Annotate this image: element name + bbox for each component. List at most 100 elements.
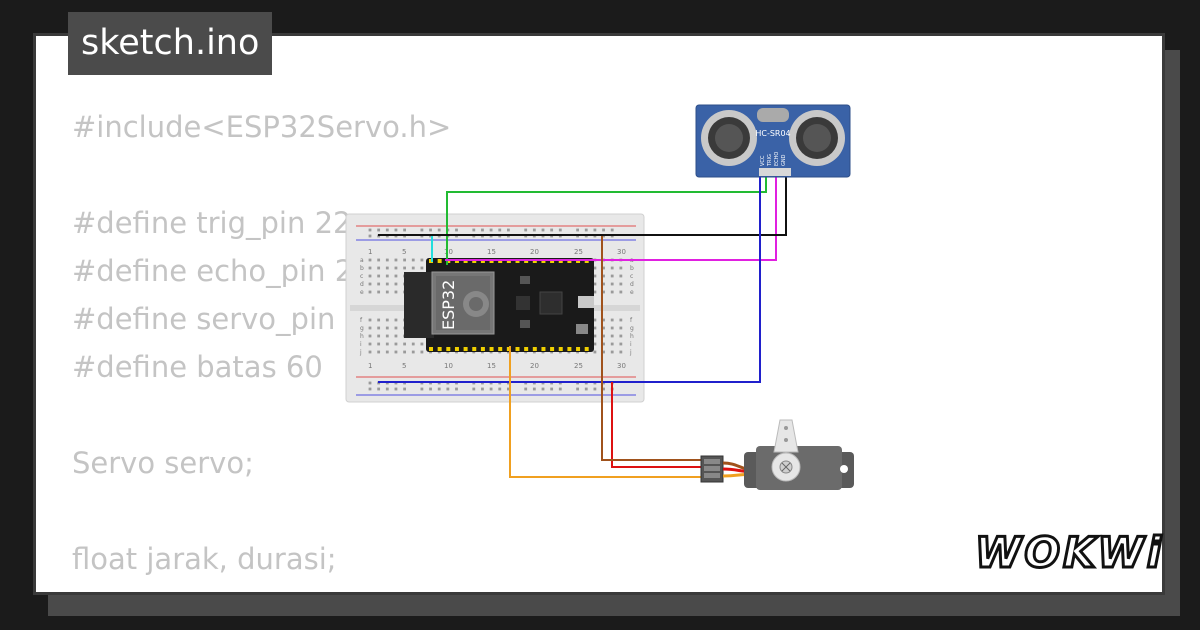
hole: [385, 318, 389, 322]
hole: [602, 228, 605, 232]
hole: [385, 326, 389, 330]
hole: [377, 228, 381, 232]
hole: [377, 290, 381, 294]
sensor-pin-label: ECHO: [774, 152, 780, 166]
hole: [463, 347, 468, 351]
hole: [602, 290, 605, 294]
hole: [481, 228, 484, 232]
hole: [558, 228, 562, 232]
hole: [576, 347, 581, 351]
wire-echo-blue: [378, 175, 761, 383]
hole: [593, 350, 597, 354]
row-letter: f: [630, 317, 633, 324]
hole: [593, 342, 597, 346]
hole: [437, 259, 442, 263]
hole: [368, 228, 372, 232]
column-number: 1: [368, 362, 372, 370]
row-letter: g: [360, 325, 364, 332]
board-label: ESP32: [439, 280, 458, 330]
hole: [446, 387, 450, 391]
hole: [420, 228, 424, 232]
hole: [420, 350, 424, 354]
hole: [576, 228, 579, 232]
hole: [403, 342, 406, 346]
hole: [385, 228, 389, 232]
hole: [480, 347, 485, 351]
hole: [619, 282, 623, 286]
hole: [532, 387, 536, 391]
hole: [394, 342, 398, 346]
row-letter: e: [360, 289, 364, 296]
hole: [429, 347, 433, 351]
hole: [532, 347, 537, 351]
hole: [593, 282, 597, 286]
hole: [385, 350, 389, 354]
hole: [506, 347, 511, 351]
hole: [498, 387, 502, 391]
row-letter: e: [630, 289, 634, 296]
hole: [368, 290, 372, 294]
breadboard-column-numbers: 1 5 10 15 20 25 30 1 5 10 15 20 25 30: [368, 248, 626, 370]
hole: [610, 350, 614, 354]
sensor-pin-label: GND: [781, 154, 787, 166]
column-number: 30: [617, 362, 626, 370]
wire-servo-gnd-brown: [601, 236, 703, 461]
row-letter: j: [629, 349, 632, 356]
hole: [524, 228, 528, 232]
hole: [619, 266, 623, 270]
hole: [602, 326, 605, 330]
hole: [411, 266, 415, 270]
hole: [394, 290, 398, 294]
hole: [429, 228, 432, 232]
hole: [368, 274, 372, 278]
hole: [429, 387, 432, 391]
hole: [610, 228, 614, 232]
row-letter: c: [360, 273, 363, 280]
row-letter: i: [360, 341, 362, 348]
hole: [394, 334, 398, 338]
hole: [454, 347, 459, 351]
hole: [515, 347, 520, 351]
hole: [385, 274, 389, 278]
hole: [602, 334, 605, 338]
sensor-pin-label: TRIG: [767, 154, 773, 167]
hole: [385, 266, 389, 270]
hole: [489, 387, 493, 391]
hole: [377, 266, 381, 270]
row-letter: b: [360, 265, 364, 272]
hole: [610, 318, 614, 322]
column-number: 25: [574, 248, 583, 256]
hole: [472, 347, 477, 351]
row-letter: j: [359, 349, 362, 356]
hole: [420, 266, 424, 270]
hole: [507, 387, 510, 391]
hole: [610, 342, 614, 346]
hole: [619, 350, 623, 354]
hole: [593, 274, 597, 278]
hole: [394, 274, 398, 278]
hole: [368, 350, 372, 354]
hole: [558, 347, 563, 351]
hole: [394, 326, 398, 330]
hole: [550, 228, 554, 232]
hole: [472, 228, 476, 232]
hole: [377, 350, 381, 354]
hole: [403, 387, 406, 391]
row-letter: d: [360, 281, 364, 288]
hole: [403, 350, 406, 354]
hole: [619, 342, 623, 346]
hole: [619, 318, 623, 322]
hole: [394, 228, 398, 232]
hole: [394, 258, 398, 262]
hole: [498, 347, 503, 351]
hole: [610, 326, 614, 330]
hole: [550, 347, 555, 351]
hole: [368, 258, 372, 262]
hole: [377, 318, 381, 322]
hole: [377, 258, 381, 262]
hole: [602, 266, 605, 270]
hole: [385, 282, 389, 286]
column-number: 15: [487, 362, 496, 370]
row-letter: d: [630, 281, 634, 288]
